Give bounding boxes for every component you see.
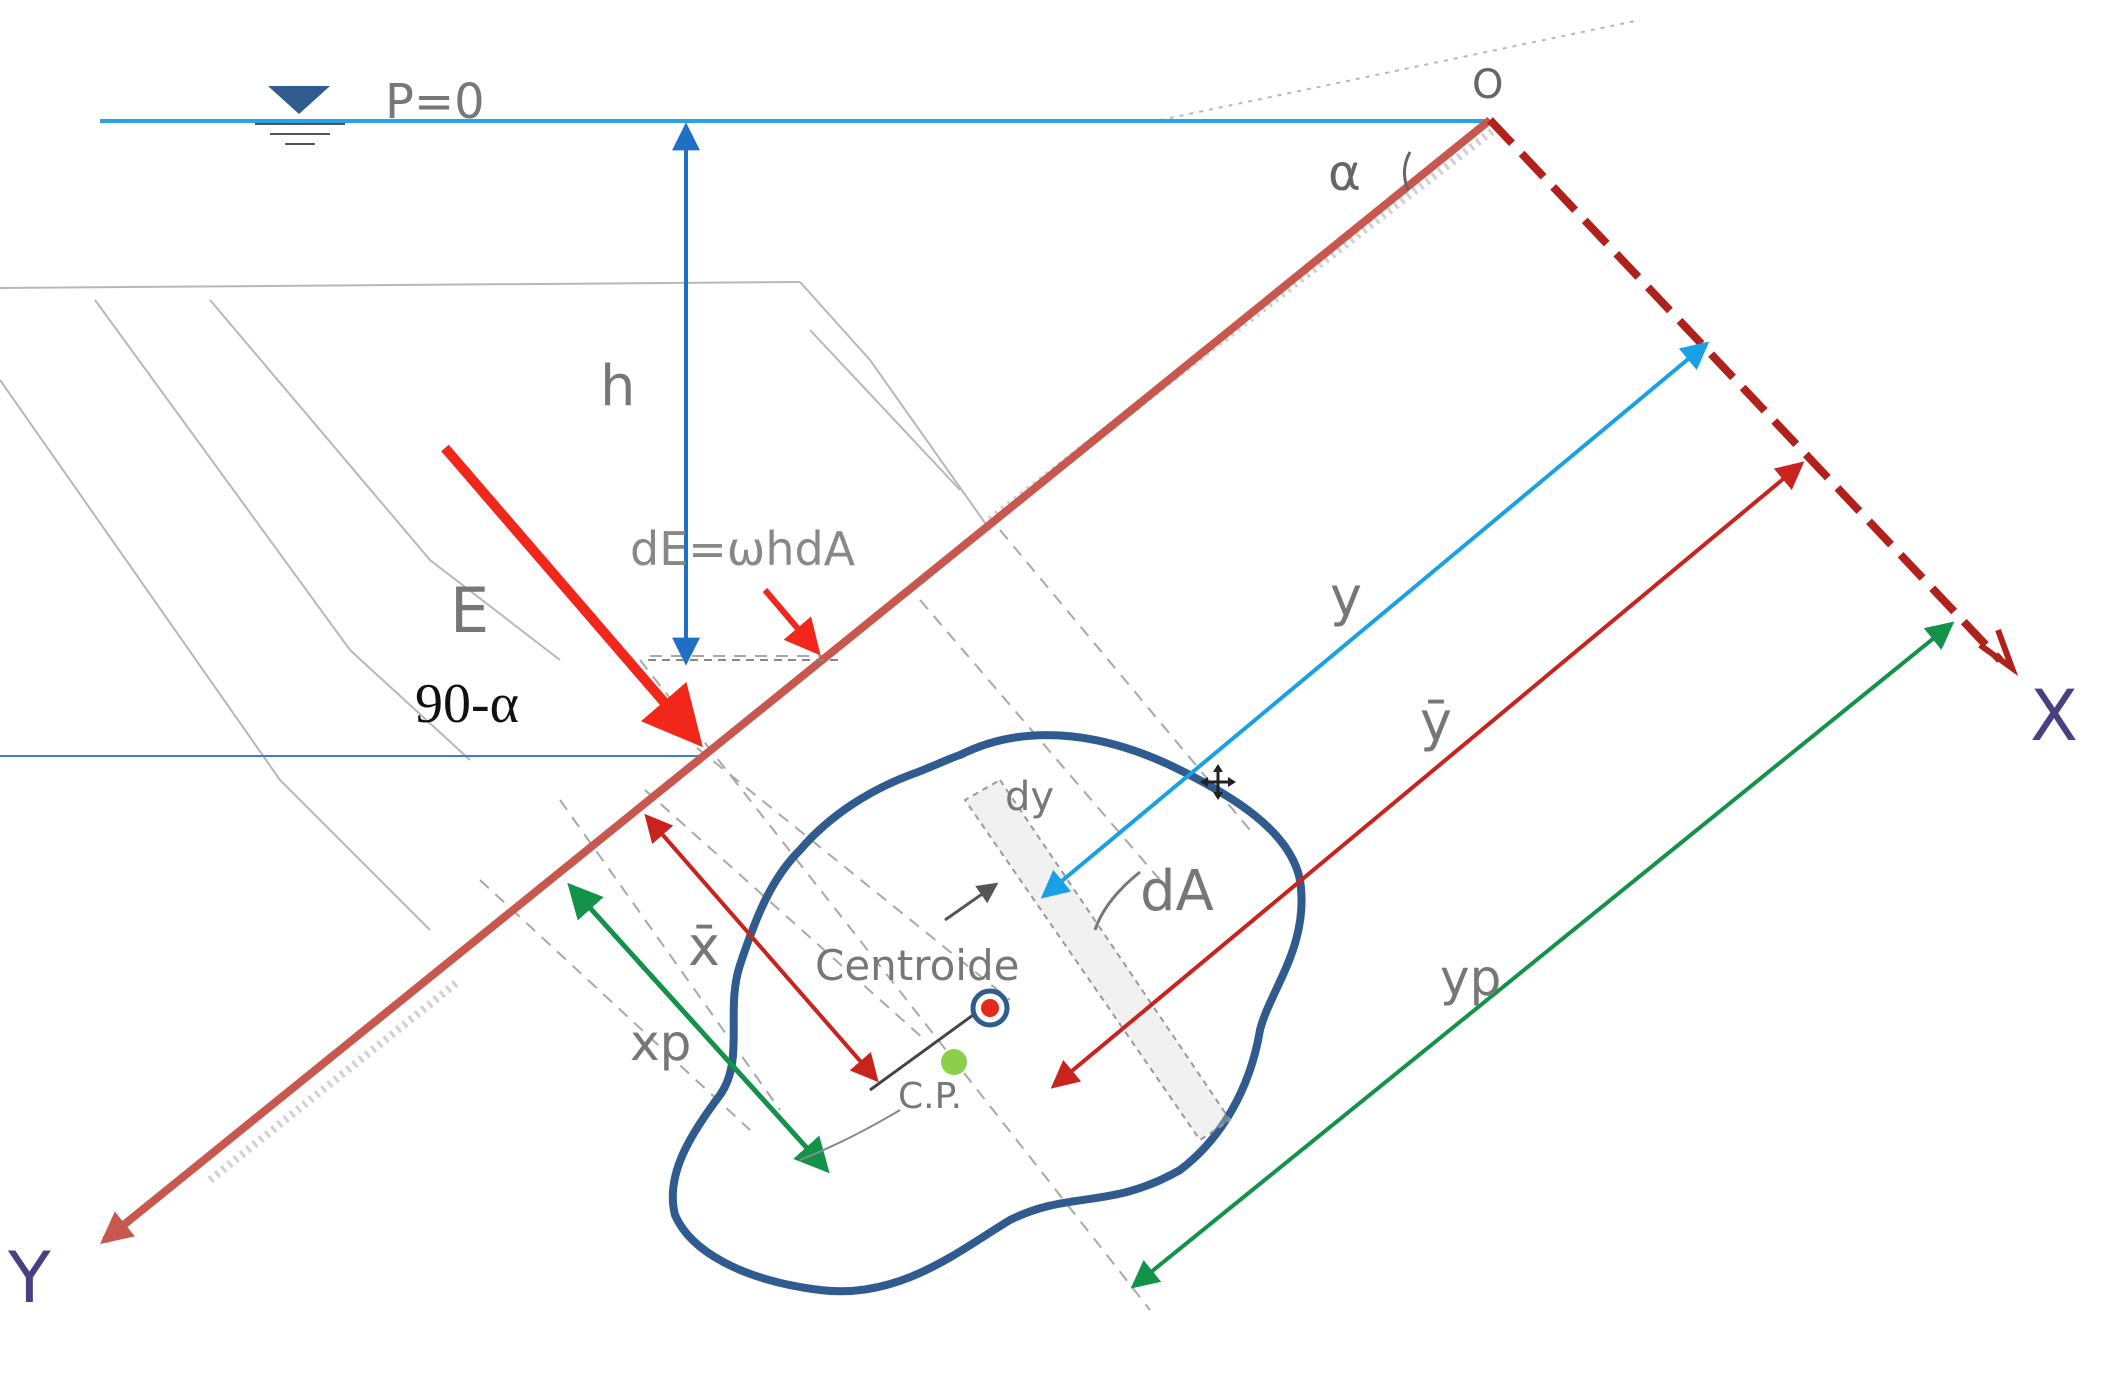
pressure-label: P=0: [385, 74, 485, 130]
force-element-label: dE=ωhdA: [630, 522, 856, 576]
water-level-icon: [255, 86, 345, 145]
cp-leader: [799, 1109, 901, 1161]
tank-edge-4: [799, 281, 991, 531]
y-distance-arrow: [1040, 341, 1710, 899]
xp-distance-arrow: [567, 882, 830, 1174]
dA-label: dA: [1140, 859, 1214, 924]
ybar-distance-arrow: [1050, 461, 1805, 1089]
origin-label: O: [1472, 62, 1503, 108]
center-pressure-dot: [941, 1049, 967, 1075]
xbar-label: x̄: [688, 915, 720, 978]
x-axis-label: X: [2030, 675, 2078, 757]
inclined-plate-y-axis: [100, 116, 1493, 1245]
pencil-sketch: [0, 19, 1641, 931]
tank-top-edge: [0, 281, 801, 289]
ybar-label: ȳ: [1420, 690, 1452, 753]
centroid-dot: [981, 999, 999, 1017]
move-cursor-icon: [1200, 764, 1236, 800]
centroid-label: Centroide: [815, 941, 1019, 990]
dA-pointer: [1093, 870, 1141, 931]
depth-label: h: [600, 354, 636, 419]
yp-label: yp: [1440, 949, 1501, 1007]
force-element-arrow: [762, 588, 821, 656]
dy-label: dy: [1005, 774, 1054, 820]
tank-edge-3: [209, 299, 561, 661]
tank-edge-2: [94, 299, 471, 761]
xp-label: xp: [630, 1014, 691, 1072]
angle-arc: [1403, 151, 1412, 191]
y-axis-label: Y: [7, 1237, 51, 1319]
center-pressure-label: C.P.: [898, 1076, 962, 1117]
resultant-force-arrow: [441, 444, 703, 748]
centroid-pointer: [944, 882, 999, 922]
hatching-upper: [1159, 19, 1641, 121]
y-label: y: [1330, 565, 1362, 628]
wall-hatching: [207, 121, 1503, 1184]
force-label: E: [450, 574, 489, 647]
tank-edge-5: [809, 329, 961, 491]
tank-edge-1: [0, 379, 431, 931]
centroid-leader: [869, 1008, 981, 1092]
x-axis-dashed: [1487, 117, 2003, 663]
angle-complement-label: 90-α: [415, 673, 519, 735]
angle-label: α: [1328, 144, 1361, 202]
yp-distance-arrow: [1130, 621, 1955, 1289]
x-axis-arrowhead: [1978, 628, 2019, 677]
